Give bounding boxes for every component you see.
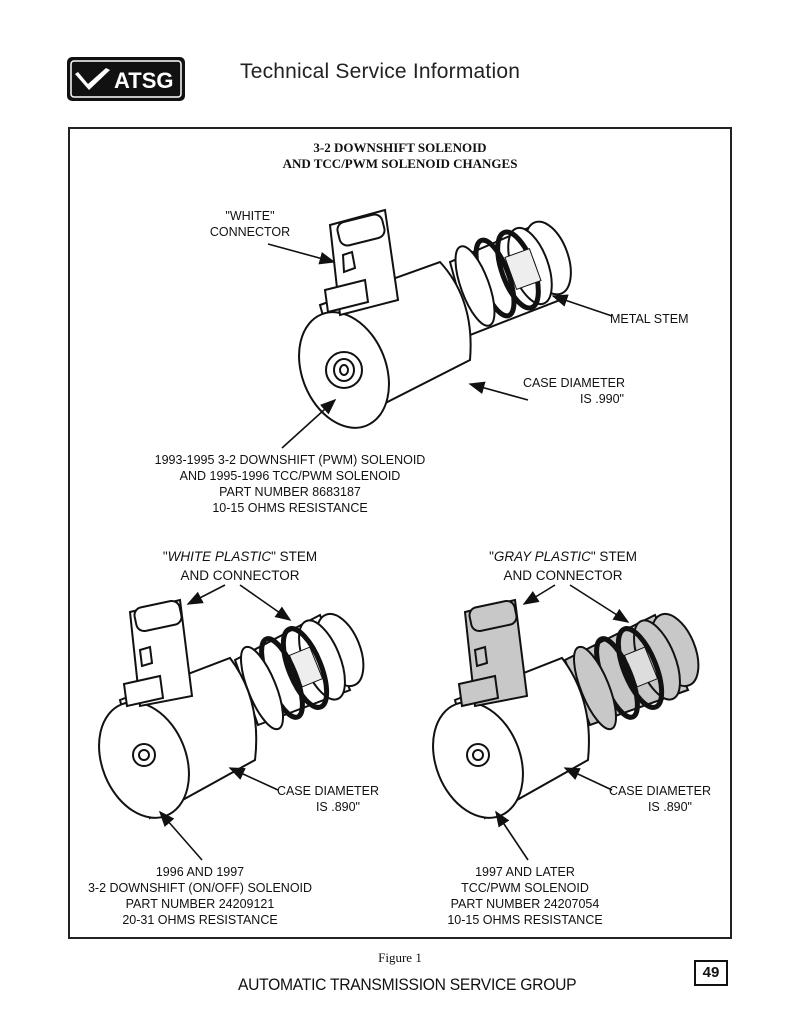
gray-plastic-stem-label: "GRAY PLASTIC" STEM AND CONNECTOR [489, 549, 637, 583]
solenoid-top [298, 208, 572, 429]
solenoid-right [432, 598, 700, 820]
right-arrows [495, 584, 630, 861]
diagram-title-line-1: 3-2 DOWNSHIFT SOLENOID [313, 140, 487, 155]
top-case-diameter-label: CASE DIAMETER IS .990" [522, 376, 626, 406]
right-case-diameter-label: CASE DIAMETER IS .890" [608, 784, 712, 814]
metal-stem-top [448, 220, 572, 337]
solenoid-left [98, 598, 365, 820]
logo-text: ATSG [114, 68, 173, 93]
top-solenoid-description: 1993-1995 3-2 DOWNSHIFT (PWM) SOLENOID A… [154, 453, 426, 515]
white-connector-label: "WHITE" CONNECTOR [209, 209, 291, 239]
gray-plastic-stem-right [563, 612, 700, 731]
diagram-title-line-2: AND TCC/PWM SOLENOID CHANGES [282, 156, 518, 171]
figure-caption: Figure 1 [378, 950, 422, 965]
white-plastic-stem-label: "WHITE PLASTIC" STEM AND CONNECTOR [162, 549, 318, 583]
diagram-title: 3-2 DOWNSHIFT SOLENOID AND TCC/PWM SOLEN… [0, 140, 800, 172]
gray-plastic-connector-right [457, 598, 529, 708]
white-plastic-connector-left [122, 598, 194, 708]
white-connector-top [323, 208, 400, 317]
checkmark-icon [75, 68, 110, 90]
page-number: 49 [694, 960, 728, 986]
left-arrows [158, 584, 292, 861]
figure-frame [68, 127, 732, 939]
right-solenoid-description: 1997 AND LATER TCC/PWM SOLENOID PART NUM… [447, 865, 603, 927]
stem-left [233, 612, 365, 731]
footer-org-name: AUTOMATIC TRANSMISSION SERVICE GROUP [238, 975, 577, 994]
left-solenoid-description: 1996 AND 1997 3-2 DOWNSHIFT (ON/OFF) SOL… [87, 865, 313, 927]
atsg-logo: ATSG [67, 57, 185, 101]
top-arrows [267, 243, 613, 449]
left-case-diameter-label: CASE DIAMETER IS .890" [276, 784, 380, 814]
page-title: Technical Service Information [240, 60, 521, 83]
metal-stem-label: METAL STEM [610, 312, 689, 326]
